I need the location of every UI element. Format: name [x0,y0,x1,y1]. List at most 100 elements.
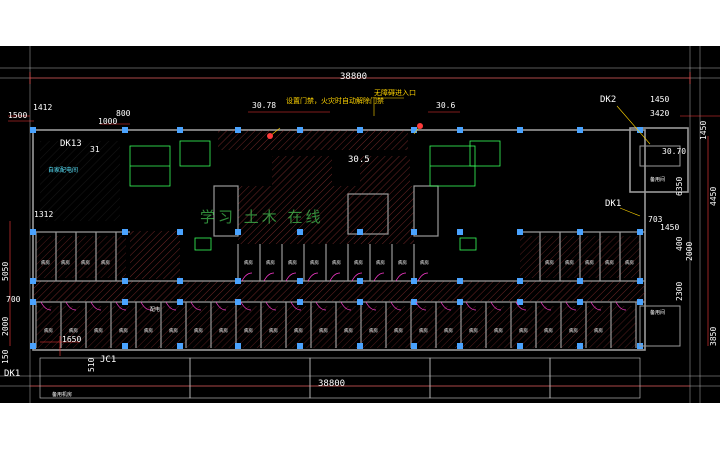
room-label: 病房 [169,329,178,334]
room-label: 病房 [244,261,253,266]
door-swing [465,301,477,311]
room-label: 病房 [144,329,153,334]
dim-4450: 4450 [709,186,718,206]
overall-dimension [29,72,691,387]
column [457,278,463,284]
column [122,127,128,133]
door-swing [490,301,502,311]
dim-400: 400 [675,236,684,251]
room-label: 病房 [545,261,554,266]
tag-dk2: DK2 [600,95,617,105]
room-label: 病房 [544,329,553,334]
column [357,343,363,349]
column [637,127,643,133]
column [297,278,303,284]
overall-dim-top: 38800 [340,72,368,82]
door-swing [285,272,297,282]
column [122,278,128,284]
doors [40,272,627,311]
room-label: 病房 [398,261,407,266]
column [517,278,523,284]
column [457,229,463,235]
core-elements [129,140,501,251]
room-label: 病房 [310,261,319,266]
dim-2000-left: 2000 [1,316,10,336]
room-label: 病房 [81,261,90,266]
column [297,229,303,235]
column [235,299,241,305]
core-room [213,185,239,237]
room-label: 病房 [319,329,328,334]
leader-lines [8,111,720,356]
room-label: 病房 [194,329,203,334]
door-swing [315,301,327,311]
column [235,278,241,284]
door-swing [373,272,385,282]
dim-510: 510 [87,357,96,372]
column [637,278,643,284]
room-label: 病房 [469,329,478,334]
door-swing [263,272,275,282]
column [411,343,417,349]
column [457,127,463,133]
room-label: 病房 [219,329,228,334]
door-swing [241,272,253,282]
column [517,127,523,133]
right-annex [639,145,681,347]
column [235,343,241,349]
room-label: 病房 [61,261,70,266]
room-label: 病房 [605,261,614,266]
door-swing [65,301,77,311]
dim-1412: 1412 [33,103,53,112]
door-swing [307,272,319,282]
column [637,229,643,235]
overall-dim-bottom: 38800 [318,379,346,389]
dim-1450-top: 1450 [650,95,670,104]
room-label: 病房 [369,329,378,334]
column [517,343,523,349]
column [297,299,303,305]
column [517,299,523,305]
dim-3070: 30.70 [662,147,687,156]
dim-2000-right: 2000 [685,241,694,261]
room-label: 病房 [101,261,110,266]
room-label: 病房 [288,261,297,266]
column [30,343,36,349]
core-room [413,185,439,237]
room-label: 病房 [266,261,275,266]
column [122,299,128,305]
room-label: 病房 [494,329,503,334]
elevation-2: 30.6 [436,101,456,110]
door-swing [90,301,102,311]
column [30,299,36,305]
room-label: 病房 [585,261,594,266]
column [517,229,523,235]
cad-viewport[interactable]: 38800 38800 1412 1500 1000 800 31 1312 5… [0,46,720,403]
dim-6350: 6350 [675,176,684,196]
door-swing [615,301,627,311]
column [357,299,363,305]
dim-703: 703 [648,215,663,224]
interior-walls [33,185,645,348]
column [297,343,303,349]
room-label: 病房 [625,261,634,266]
dim-150: 150 [1,349,10,364]
dim-1312: 1312 [34,210,54,219]
room-label: 病房 [444,329,453,334]
room-label: 病房 [376,261,385,266]
dim-2300: 2300 [675,281,684,301]
elevation-1: 30.78 [252,101,277,110]
door-swing [265,301,277,311]
dim-1500: 1500 [8,111,28,120]
column [235,127,241,133]
column [177,343,183,349]
room-label: 病房 [119,329,128,334]
column [577,343,583,349]
dim-800: 800 [116,109,131,118]
door-swing [540,301,552,311]
structural-columns [30,127,643,349]
door-swing [440,301,452,311]
door-swing [590,301,602,311]
column [411,229,417,235]
room-label: 病房 [294,329,303,334]
